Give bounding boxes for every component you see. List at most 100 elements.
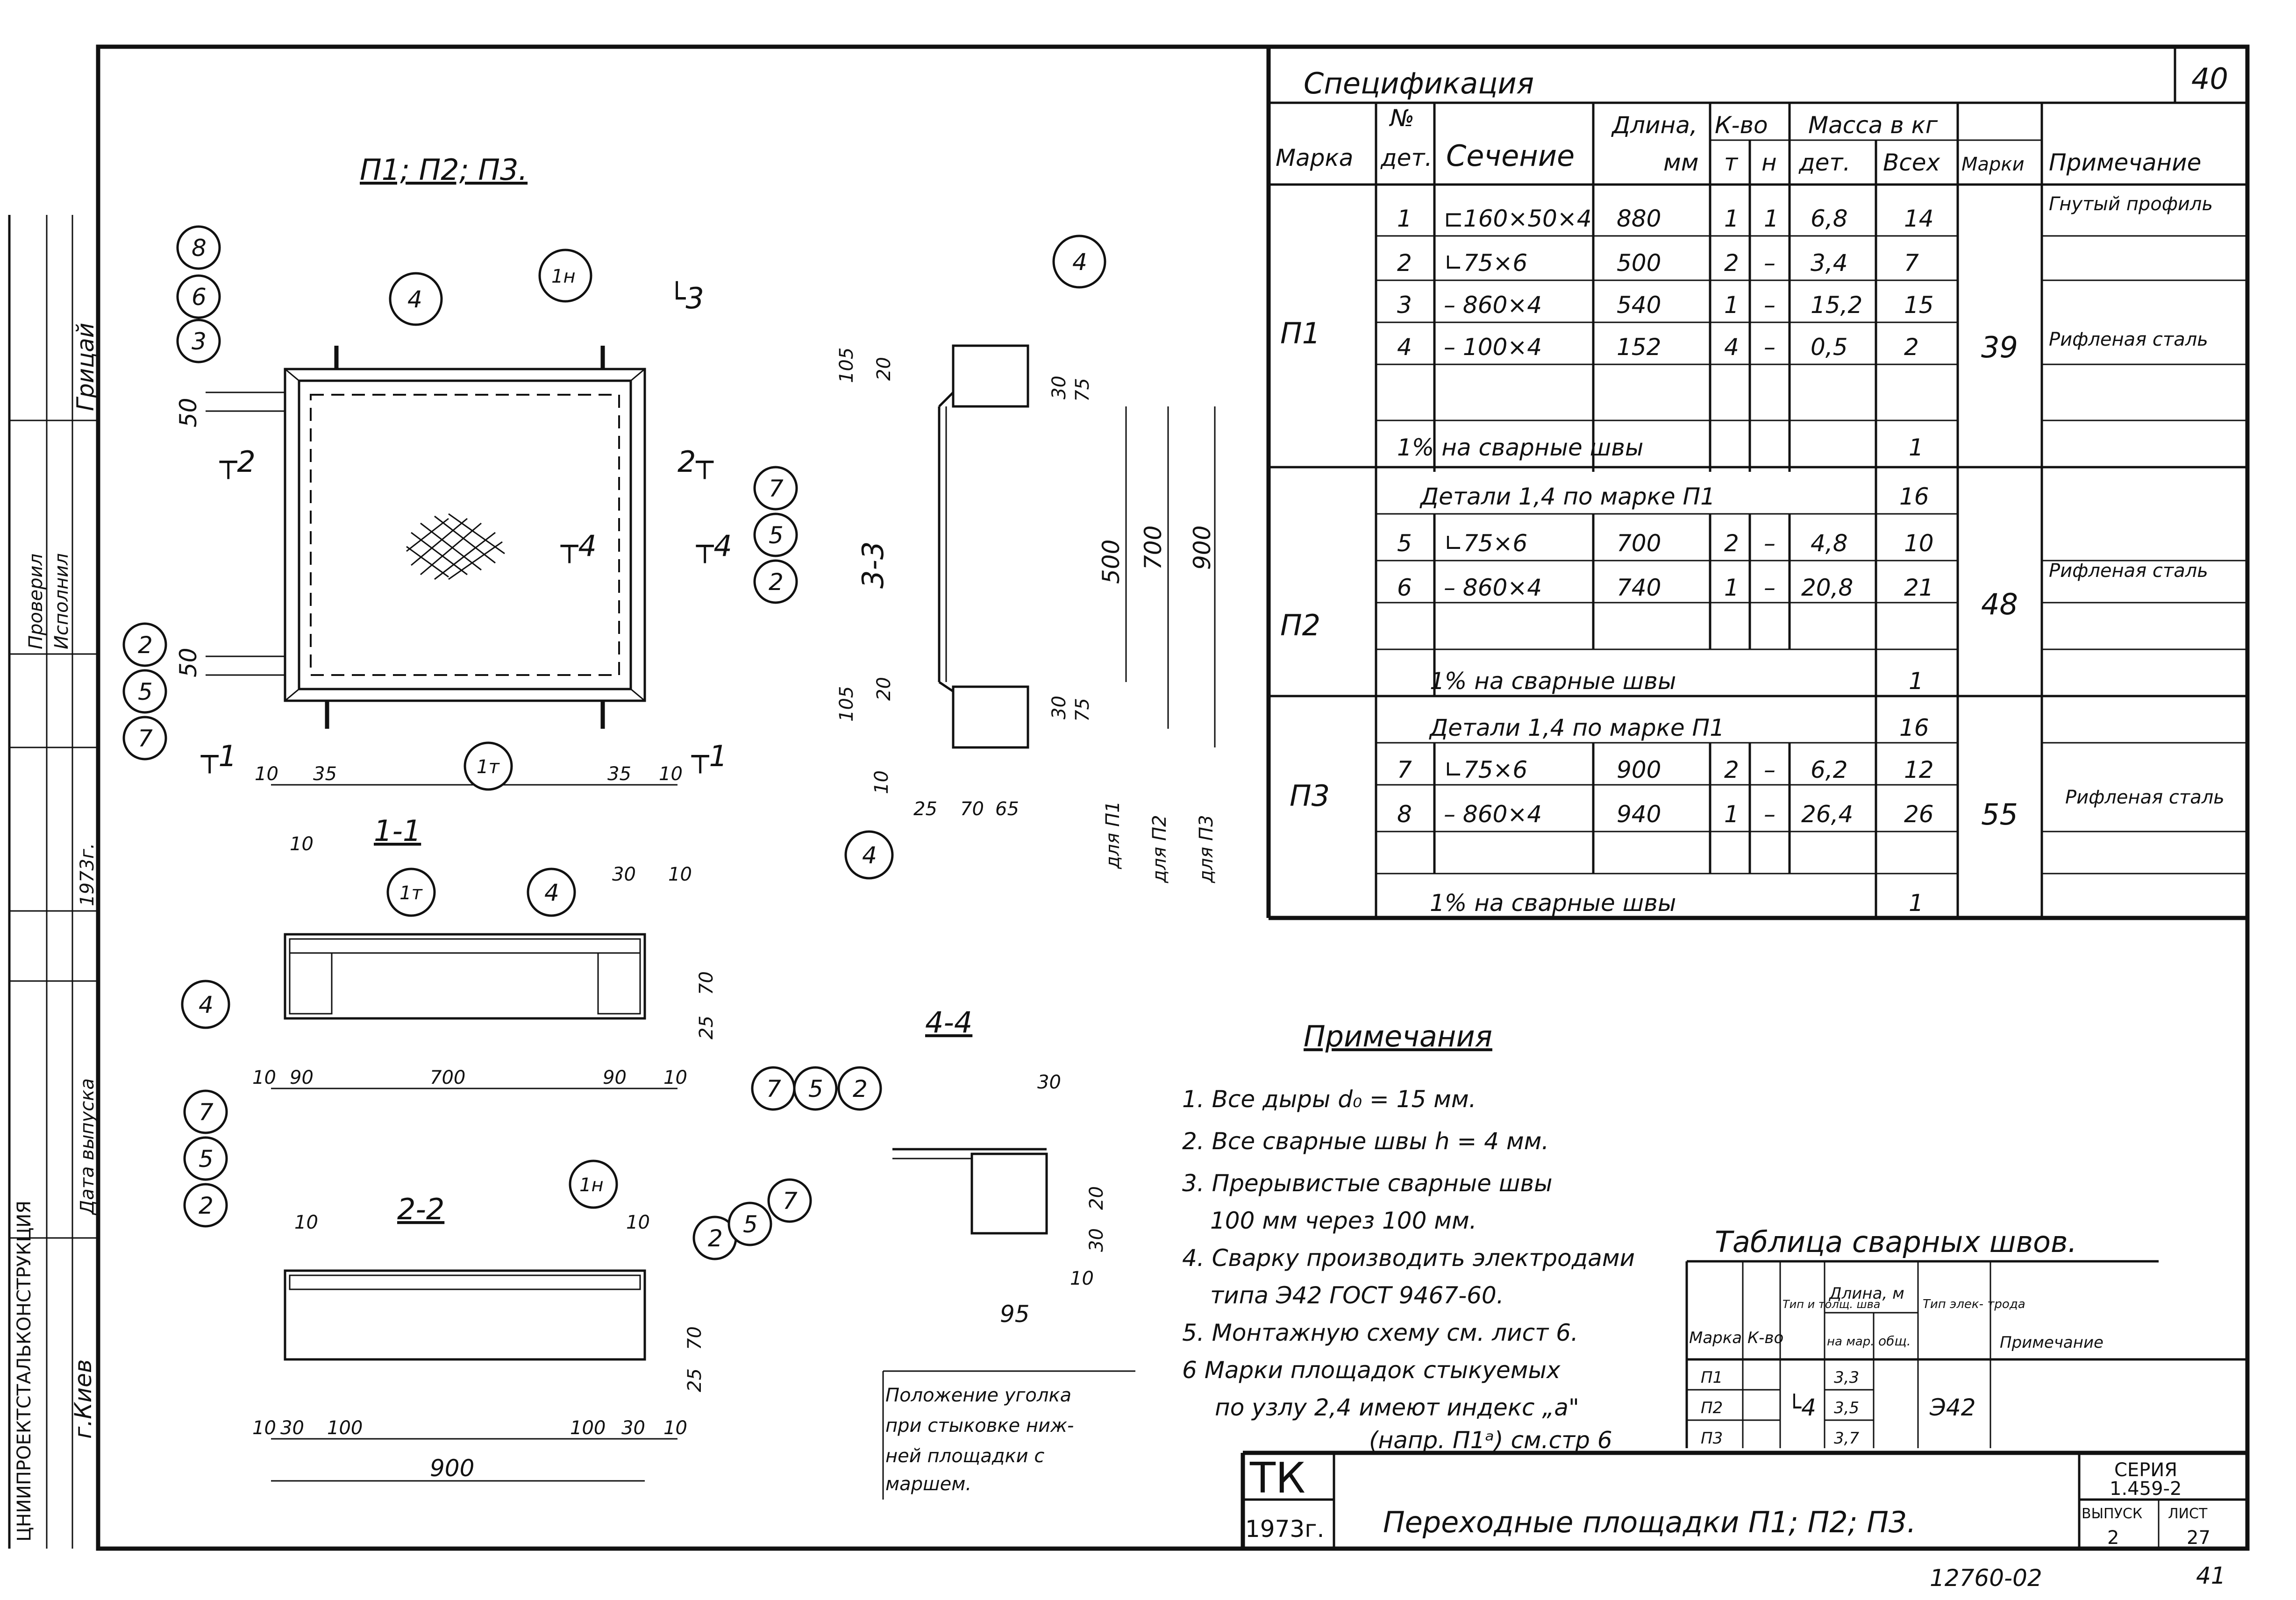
svg-text:25: 25 <box>913 798 937 820</box>
svg-text:–: – <box>1764 249 1775 277</box>
svg-text:Примечание: Примечание <box>2000 1333 2103 1352</box>
svg-text:– 860×4: – 860×4 <box>1444 574 1542 601</box>
svg-text:15,2: 15,2 <box>1811 292 1862 319</box>
checker-plate-hatch <box>406 513 505 580</box>
svg-text:–: – <box>1764 530 1775 557</box>
svg-text:┬4: ┬4 <box>560 529 597 563</box>
svg-text:1-1: 1-1 <box>374 814 421 848</box>
group-p1-marka: П1 <box>1280 316 1320 350</box>
svg-text:1: 1 <box>1724 205 1739 232</box>
group-p3-marka: П3 <box>1290 779 1330 813</box>
svg-text:Тип и толщ. шва: Тип и толщ. шва <box>1783 1298 1880 1311</box>
svg-text:Рифленая сталь: Рифленая сталь <box>2065 787 2225 808</box>
svg-text:10: 10 <box>290 833 314 855</box>
svg-text:4: 4 <box>1724 334 1739 361</box>
callout: 5 <box>727 1202 772 1246</box>
svg-text:10: 10 <box>626 1212 650 1233</box>
svg-text:1: 1 <box>1397 205 1412 232</box>
table-row: 2 ∟75×6 500 2 – 3,4 7 <box>1397 249 1919 277</box>
plan-title: П1; П2; П3. <box>360 153 528 187</box>
svg-text:⊏160×50×4: ⊏160×50×4 <box>1444 205 1592 232</box>
hdr-marka: Марка <box>1276 144 1353 171</box>
svg-text:7: 7 <box>1904 249 1919 277</box>
hdr-qty-n: н <box>1761 149 1777 176</box>
svg-text:┬2: ┬2 <box>219 445 256 479</box>
title-block: ТК 1973г. Переходные площадки П1; П2; П3… <box>1241 1451 2247 1549</box>
svg-text:15: 15 <box>1904 292 1934 319</box>
svg-text:2: 2 <box>1724 756 1739 783</box>
checked-label: Проверил <box>25 554 47 649</box>
callout: 7 <box>122 716 167 761</box>
svg-text:П2: П2 <box>1701 1399 1723 1417</box>
svg-text:(напр. П1ᵃ) см.стр 6: (напр. П1ᵃ) см.стр 6 <box>1369 1427 1612 1454</box>
group-p2-weld: 1% на сварные швы <box>1430 668 1676 695</box>
hdr-no: № <box>1389 105 1414 132</box>
svg-text:1т: 1т <box>477 756 500 778</box>
callout: 2 <box>753 559 798 604</box>
svg-text:95: 95 <box>1000 1301 1030 1328</box>
svg-text:1. Все дыры d₀ = 15 мм.: 1. Все дыры d₀ = 15 мм. <box>1182 1086 1476 1113</box>
release-date: 1973г. <box>77 843 98 906</box>
svg-text:30: 30 <box>1086 1228 1107 1252</box>
svg-text:2: 2 <box>708 1225 723 1252</box>
svg-text:1: 1 <box>1764 205 1779 232</box>
svg-text:940: 940 <box>1617 801 1661 828</box>
svg-text:20: 20 <box>873 357 895 381</box>
group-p1-weld-value: 1 <box>1909 434 1924 461</box>
svg-text:– 100×4: – 100×4 <box>1444 334 1542 361</box>
svg-text:5: 5 <box>138 678 153 705</box>
callout: 8 <box>176 225 221 270</box>
svg-text:1н: 1н <box>551 266 576 287</box>
notes-title: Примечания <box>1304 1019 1492 1053</box>
svg-text:типа Э42 ГОСТ 9467-60.: типа Э42 ГОСТ 9467-60. <box>1210 1282 1504 1309</box>
svg-text:3,5: 3,5 <box>1834 1399 1859 1417</box>
author-name: Грицай <box>72 323 99 411</box>
group-p2-mass: 48 <box>1981 587 2018 621</box>
callout: 1н <box>569 1159 618 1209</box>
svg-text:Положение уголка: Положение уголка <box>885 1385 1071 1406</box>
svg-text:7: 7 <box>766 1075 781 1102</box>
svg-text:100: 100 <box>570 1417 606 1439</box>
callout: 7 <box>767 1178 812 1223</box>
svg-text:5: 5 <box>1397 530 1412 557</box>
svg-text:26: 26 <box>1904 801 1934 828</box>
specification-table: Спецификация 40 <box>1266 45 2249 920</box>
svg-text:90: 90 <box>290 1067 314 1088</box>
svg-text:21: 21 <box>1904 574 1934 601</box>
svg-text:5. Монтажную схему см. лист 6.: 5. Монтажную схему см. лист 6. <box>1182 1319 1578 1346</box>
svg-text:10: 10 <box>659 763 683 785</box>
svg-text:Гнутый профиль: Гнутый профиль <box>2049 193 2213 215</box>
svg-text:2: 2 <box>199 1192 214 1219</box>
svg-text:50: 50 <box>175 647 202 677</box>
svg-text:100: 100 <box>327 1417 363 1439</box>
series-number: 1.459-2 <box>2110 1478 2182 1500</box>
svg-text:0,5: 0,5 <box>1811 334 1848 361</box>
svg-text:10: 10 <box>252 1067 276 1088</box>
svg-text:2┬: 2┬ <box>677 445 713 479</box>
sheet-number: 40 <box>2191 62 2228 96</box>
svg-text:4,8: 4,8 <box>1811 530 1848 557</box>
table-row: 1 ⊏160×50×4 880 1 1 6,8 14 Гнутый профил… <box>1397 193 2213 232</box>
svg-text:Э42: Э42 <box>1929 1394 1976 1421</box>
hdr-mass: Масса в кг <box>1808 112 1938 139</box>
svg-text:35: 35 <box>313 763 337 785</box>
section-3-3: 3-3 105 20 30 75 500 700 900 105 20 30 7… <box>836 344 1217 883</box>
callout: 5 <box>793 1066 838 1111</box>
svg-text:4: 4 <box>862 842 877 869</box>
svg-text:1: 1 <box>1724 801 1739 828</box>
svg-text:ней площадки с: ней площадки с <box>885 1445 1044 1467</box>
svg-text:500: 500 <box>1098 540 1125 584</box>
svg-text:65: 65 <box>995 798 1019 820</box>
svg-text:4. Сварку производить электрод: 4. Сварку производить электродами <box>1182 1244 1635 1272</box>
callout: 4 <box>181 980 230 1029</box>
callout: 5 <box>753 512 798 557</box>
svg-text:20: 20 <box>1086 1186 1107 1210</box>
svg-text:┬4: ┬4 <box>696 529 732 563</box>
svg-text:10: 10 <box>663 1417 687 1439</box>
sheet-of-issue: 27 <box>2187 1527 2210 1549</box>
hdr-mass-det: дет. <box>1798 149 1850 176</box>
callout: 7 <box>751 1066 796 1111</box>
callout: 1т <box>386 868 436 917</box>
svg-text:10: 10 <box>871 770 892 794</box>
